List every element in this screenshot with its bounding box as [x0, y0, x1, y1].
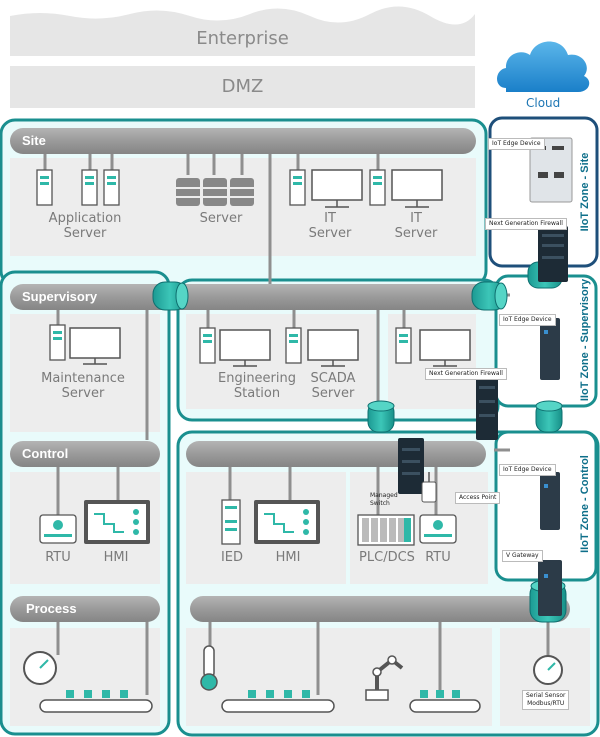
- control-bar-left: [10, 441, 160, 467]
- ngfw-supervisory-tag: Next Generation Firewall: [425, 368, 507, 380]
- rtu-left-label: RTU: [45, 550, 71, 565]
- iiot-zone-site-label: IIoT Zone - Site: [579, 152, 591, 232]
- site-bar-title: Site: [22, 133, 46, 148]
- thermometer-icon: [200, 645, 218, 691]
- control-bar-right: [186, 441, 486, 467]
- monitor-stands: [83, 200, 457, 367]
- tower-server-lights: [40, 176, 408, 343]
- supervisory-bar: [10, 284, 490, 310]
- conveyor-icon: [39, 690, 481, 713]
- plc-dcs-icon: [357, 514, 415, 546]
- iot-edge-device-icon: [538, 318, 562, 616]
- site-bar: [10, 128, 476, 154]
- firewall-device-icon: [398, 226, 568, 494]
- process-bar-right: [190, 596, 570, 622]
- ied-label: IED: [220, 550, 244, 565]
- iiot-zone-control-label: IIoT Zone - Control: [579, 455, 591, 553]
- cloud-icon: [497, 41, 590, 92]
- hmi-icon: [84, 500, 320, 544]
- access-point-tag: Access Point: [455, 492, 501, 504]
- supervisory-bar-title: Supervisory: [22, 289, 98, 304]
- ngfw-site-tag: Next Generation Firewall: [485, 218, 567, 230]
- database-icon: [176, 178, 254, 206]
- robot-arm-icon: [365, 655, 404, 701]
- hmi-right-label: HMI: [275, 550, 301, 565]
- iot-edge-site-tag: IoT Edge Device: [488, 138, 545, 150]
- process-bar-title: Process: [26, 601, 77, 616]
- iot-edge-supervisory-tag: IoT Edge Device: [499, 314, 556, 326]
- dmz-band: [10, 66, 475, 108]
- hmi-left-label: HMI: [103, 550, 129, 565]
- dmz-label: DMZ: [221, 76, 264, 97]
- enterprise-band: [10, 6, 475, 56]
- control-bar-title: Control: [22, 446, 69, 461]
- access-point-icon: [421, 472, 437, 503]
- rtu-right-label: RTU: [425, 550, 451, 565]
- process-bar-left: [10, 596, 160, 622]
- ied-icon: [221, 499, 241, 545]
- server-label: Server: [199, 211, 243, 226]
- connection-lines: [43, 152, 550, 695]
- v-gateway-tag: V Gateway: [502, 550, 543, 562]
- plc-dcs-label: PLC/DCS: [359, 550, 415, 565]
- iiot-zone-supervisory-label: IIoT Zone - Supervisory: [579, 278, 591, 402]
- cloud-label: Cloud: [526, 96, 561, 110]
- rtu-details: [44, 520, 452, 537]
- gauge-icon: [23, 651, 563, 685]
- enterprise-label: Enterprise: [196, 28, 289, 49]
- monitor-icon: [69, 169, 471, 361]
- iot-edge-control-tag: IoT Edge Device: [499, 464, 556, 476]
